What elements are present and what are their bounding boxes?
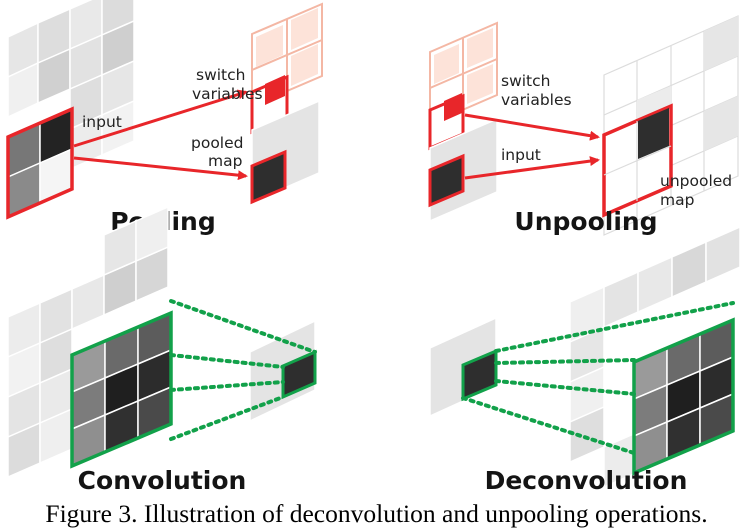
deconvolution-input-map [429, 316, 498, 418]
pooled-map [250, 99, 320, 205]
unpooling-switch-label-line1: switch [501, 72, 550, 90]
convolution-filter-window [70, 310, 173, 469]
pooling-input-label: input [82, 113, 122, 131]
convolution-input-grid [7, 205, 172, 479]
figure-caption: Figure 3. Illustration of deconvolution … [45, 499, 708, 528]
pooling-arrow-switch [73, 89, 248, 148]
convolution-output-map [249, 319, 317, 423]
unpooling-input-map [428, 117, 498, 223]
deconvolution-title: Deconvolution [485, 466, 688, 495]
unpooling-switch-label-line2: variables [501, 91, 572, 109]
pooling-window-outline [6, 106, 74, 220]
unpooling-arrow-switch [464, 113, 600, 141]
deconvolution-filter-window [632, 317, 735, 476]
pooling-panel: input switch variables pooled map Poolin… [6, 0, 323, 236]
unpooling-arrow-input [464, 156, 600, 180]
unpooling-switch-grid [428, 21, 498, 151]
convolution-title: Convolution [78, 466, 247, 495]
pooling-switch-label-line1: switch [196, 66, 245, 84]
unpooled-map-label-line1: unpooled [660, 172, 732, 190]
switch-variables-grid [250, 2, 323, 135]
convolution-projection-lines [169, 299, 317, 441]
deconvolution-output-grid [569, 225, 741, 489]
pooled-map-label-line2: map [208, 152, 242, 170]
pooled-map-label-line1: pooled [191, 134, 244, 152]
pooling-switch-label-line2: variables [192, 85, 263, 103]
unpooling-title: Unpooling [514, 207, 657, 236]
unpooled-map-label-line2: map [660, 191, 694, 209]
pooling-arrow-pooled [73, 156, 248, 181]
unpooling-input-label: input [501, 146, 541, 164]
deconvolution-panel: Deconvolution [429, 225, 741, 495]
convolution-panel: Convolution [7, 205, 317, 495]
deconvolution-projection-lines [461, 301, 735, 455]
unpooled-active-cell [638, 108, 669, 159]
unpooling-panel: switch variables input unpooled map Unpo… [428, 15, 739, 236]
pooling-input-grid [7, 0, 135, 219]
